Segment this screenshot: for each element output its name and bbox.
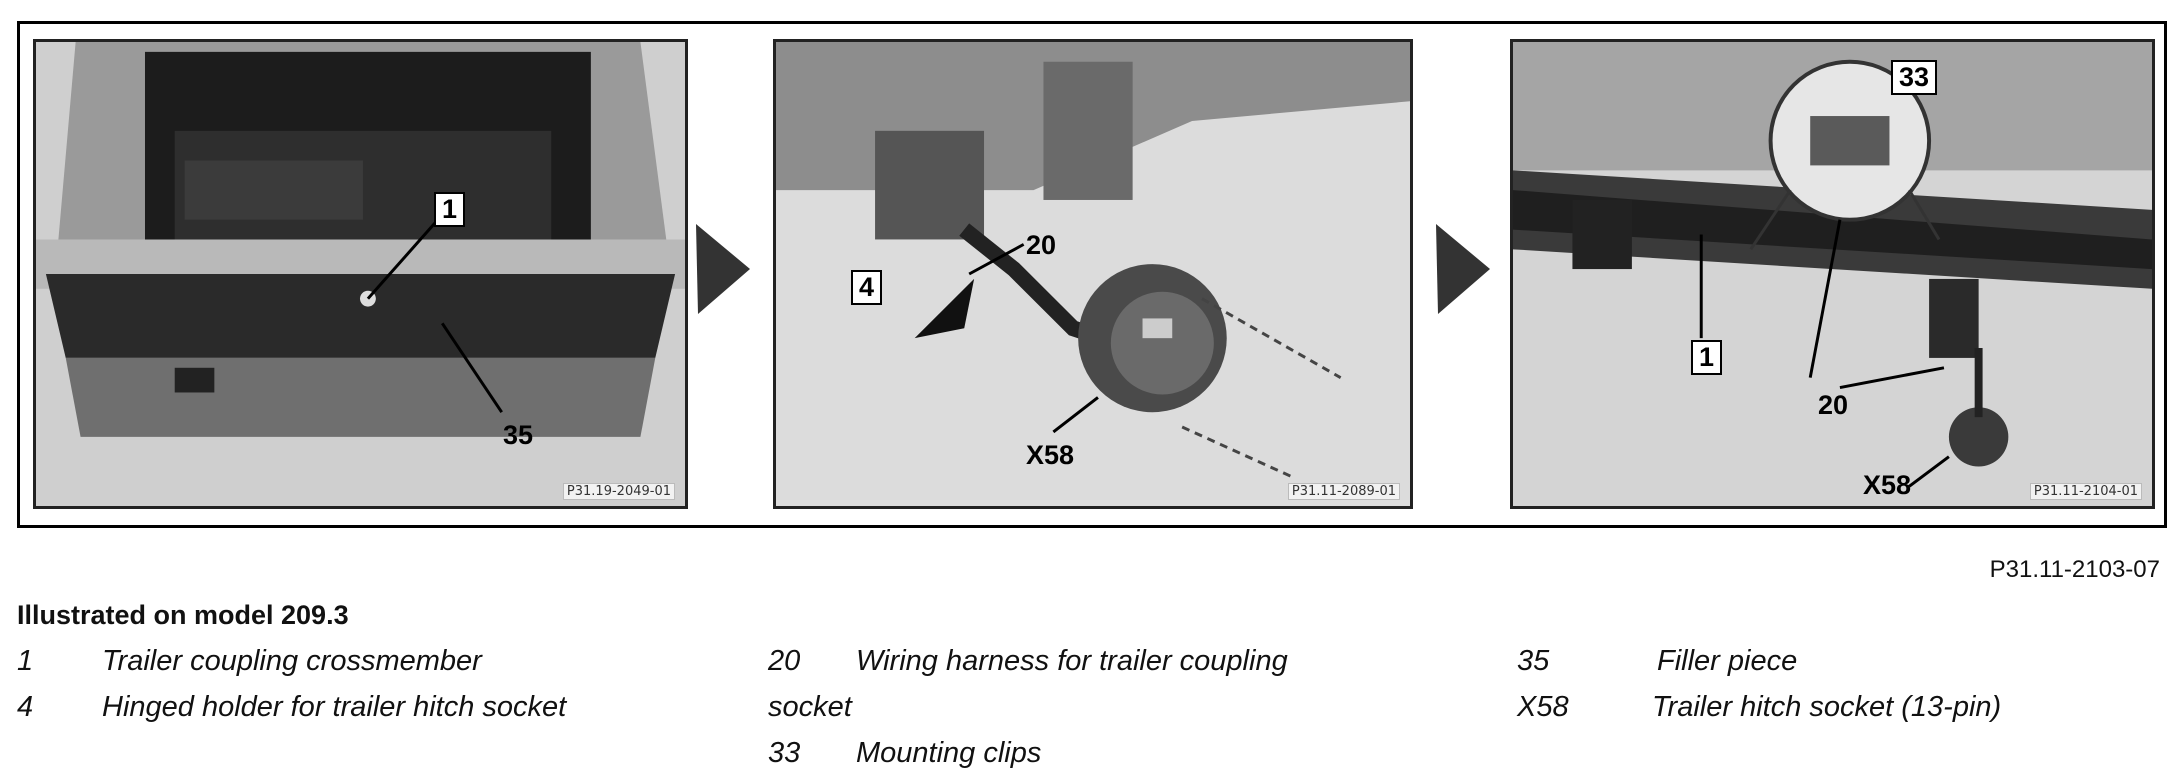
panel-code: P31.11-2089-01: [1287, 483, 1400, 500]
callout-x58: X58: [1026, 440, 1075, 470]
legend-item-continuation: socket: [768, 691, 1468, 737]
panel-1-image: 1 35 P31.19-2049-01: [33, 39, 688, 509]
legend-item: 33 Mounting clips: [768, 737, 1468, 783]
right-arrow-icon: [696, 224, 750, 314]
panel-code: P31.19-2049-01: [562, 483, 675, 500]
legend-number: 1: [17, 645, 34, 677]
crossmember-illustration: [1513, 42, 2152, 506]
right-arrow-icon: [1436, 224, 1490, 314]
legend-number: 35: [1517, 645, 1550, 677]
legend-number: 4: [17, 691, 34, 723]
legend-text: Wiring harness for trailer coupling: [856, 645, 1288, 677]
caption-title: Illustrated on model 209.3: [17, 600, 349, 630]
legend-column-3: 35 Filler piece X58 Trailer hitch socket…: [1517, 645, 2157, 737]
callout-1: 1: [434, 192, 466, 227]
legend-text: Mounting clips: [856, 737, 1042, 769]
panel-3-image: 33 1 20 X58 P31.11-2104-01: [1510, 39, 2155, 509]
callout-20: 20: [1818, 390, 1849, 420]
legend-text: Filler piece: [1657, 645, 1798, 677]
legend-number: X58: [1517, 691, 1569, 723]
legend-column-1: 1 Trailer coupling crossmember 4 Hinged …: [17, 645, 717, 737]
legend-item: 1 Trailer coupling crossmember: [17, 645, 717, 691]
legend-text: Trailer hitch socket (13-pin): [1652, 691, 2002, 723]
callout-20: 20: [1026, 230, 1057, 260]
trailer-socket-illustration: [776, 42, 1410, 506]
legend-number: 20: [768, 645, 801, 677]
callout-4: 4: [851, 270, 883, 305]
callout-1: 1: [1691, 340, 1723, 375]
legend-item: 35 Filler piece: [1517, 645, 2157, 691]
legend-text: Trailer coupling crossmember: [102, 645, 482, 677]
panel-2-image: 4 20 X58 P31.11-2089-01: [773, 39, 1413, 509]
legend-item: 4 Hinged holder for trailer hitch socket: [17, 691, 717, 737]
panel-code: P31.11-2104-01: [2029, 483, 2142, 500]
car-rear-illustration: [36, 42, 685, 506]
callout-35: 35: [503, 420, 534, 450]
legend-text: Hinged holder for trailer hitch socket: [102, 691, 567, 723]
legend-item: X58 Trailer hitch socket (13-pin): [1517, 691, 2157, 737]
callout-33: 33: [1891, 60, 1938, 95]
figure-code: P31.11-2103-07: [1989, 556, 2160, 583]
legend-column-2: 20 Wiring harness for trailer coupling s…: [768, 645, 1468, 783]
figure-frame: 1 35 P31.19-2049-01 4 20 X58 P31.11-2089…: [17, 21, 2167, 528]
legend-item: 20 Wiring harness for trailer coupling: [768, 645, 1468, 691]
legend-text: socket: [768, 691, 852, 723]
legend-number: 33: [768, 737, 801, 769]
callout-x58: X58: [1863, 470, 1912, 500]
